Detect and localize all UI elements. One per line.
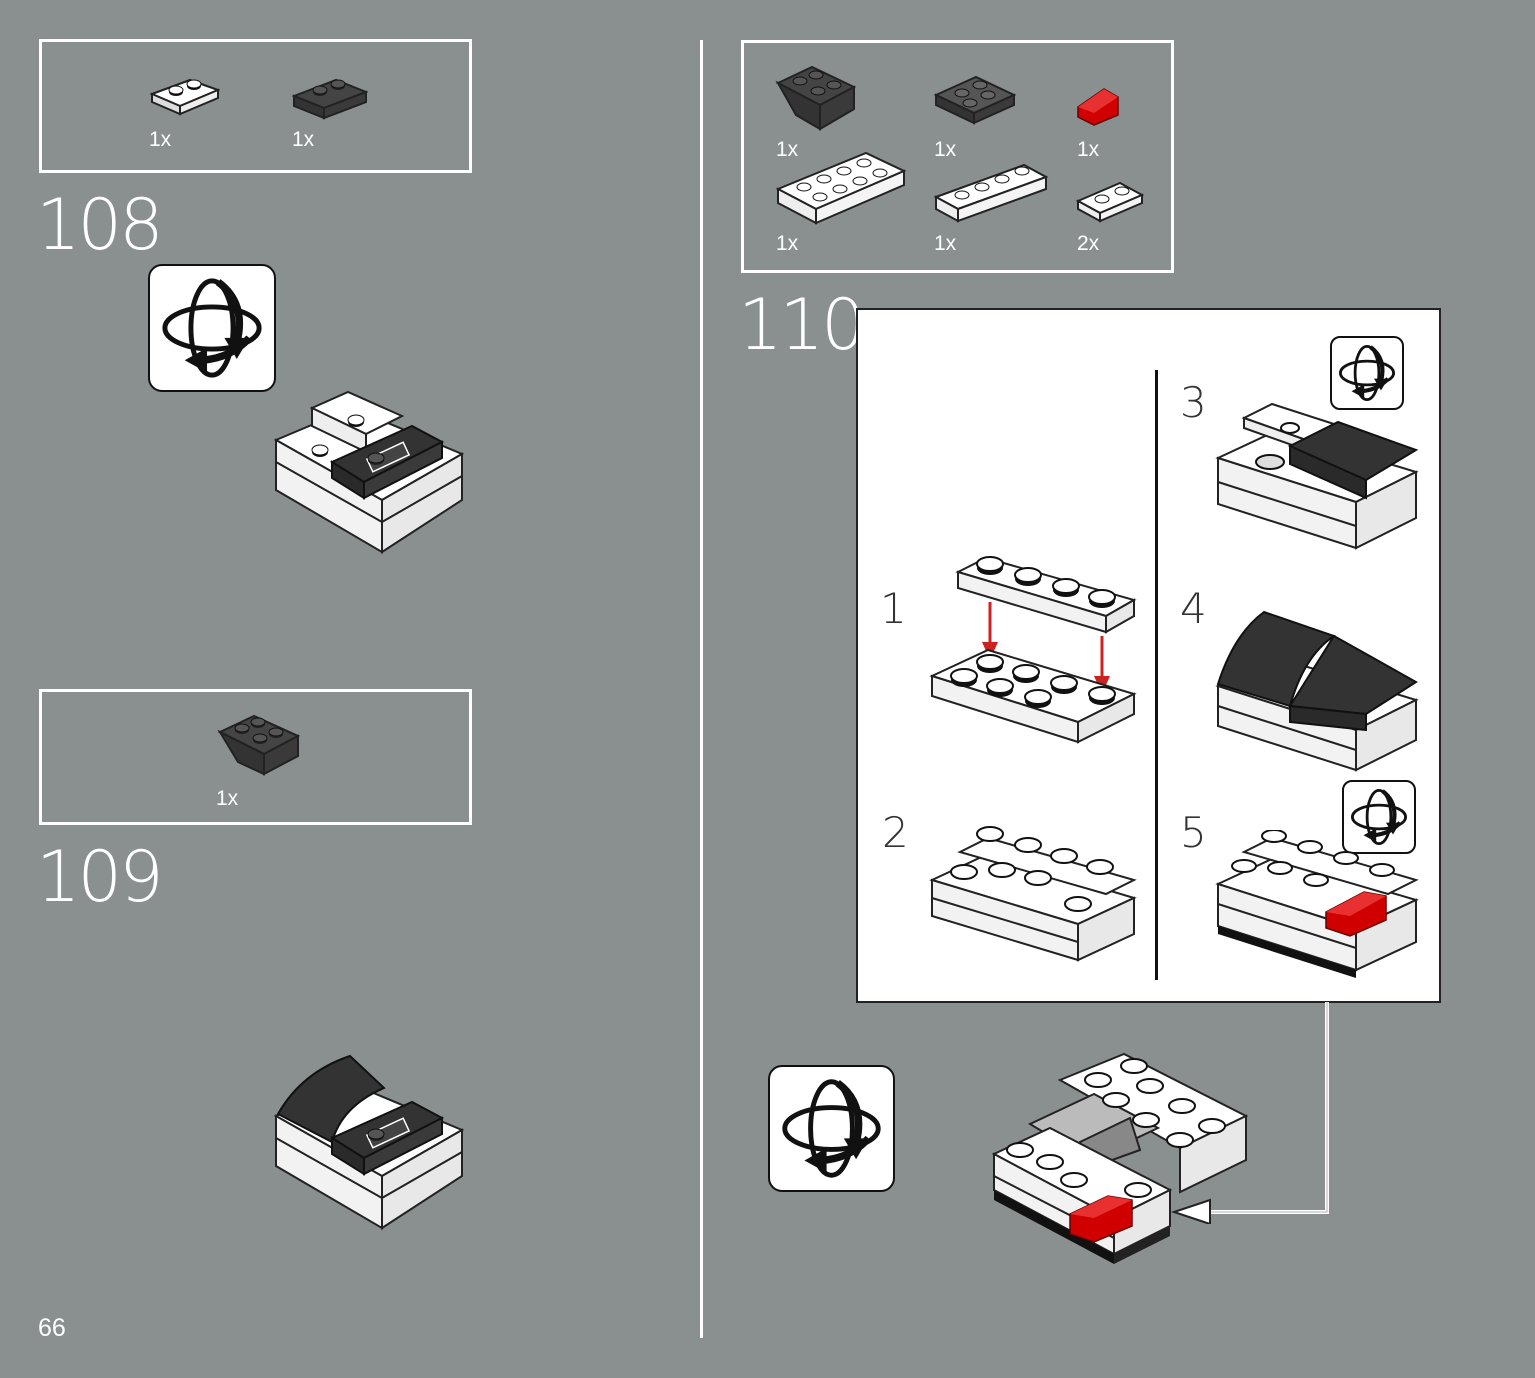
part-qty: 1x xyxy=(934,138,957,161)
model-step-109-image xyxy=(273,1054,465,1230)
step-number-108: 108 xyxy=(36,184,164,266)
substep-number: 3 xyxy=(1180,378,1207,427)
rotate-model-icon xyxy=(1330,336,1404,410)
rotate-model-icon xyxy=(148,264,276,392)
substep-number: 4 xyxy=(1180,584,1207,633)
substep-panel: 1 2 3 4 5 xyxy=(856,308,1441,1003)
substep-number: 2 xyxy=(882,808,909,857)
rotate-model-icon xyxy=(768,1065,895,1192)
step-number-109: 109 xyxy=(36,836,164,918)
red-slope-image xyxy=(1077,88,1119,126)
part-qty: 1x xyxy=(292,128,315,151)
substep-number: 5 xyxy=(1180,808,1207,857)
model-step-108-image xyxy=(273,390,465,554)
parts-callout-step-109: 1x xyxy=(39,689,472,825)
part-qty: 1x xyxy=(776,232,799,255)
part-qty: 1x xyxy=(216,787,239,810)
parts-callout-step-108: 1x 1x xyxy=(39,39,472,173)
dark-inverted-slope-image xyxy=(217,714,301,776)
substep-divider xyxy=(1155,370,1158,980)
rotate-model-icon xyxy=(1342,780,1416,854)
part-qty: 1x xyxy=(1077,138,1100,161)
substep-4-image xyxy=(1215,610,1419,772)
page-divider xyxy=(700,40,703,1338)
substep-2-image xyxy=(929,826,1137,962)
substep-1-image xyxy=(929,556,1137,744)
dark-inverted-slope-image xyxy=(775,65,857,131)
substep-5-image xyxy=(1215,830,1419,978)
substep-number: 1 xyxy=(880,584,907,633)
model-step-110-image xyxy=(991,1052,1249,1264)
dark-plate-1x2-image xyxy=(292,78,368,120)
dark-plate-2x2-image xyxy=(933,75,1017,125)
parts-callout-step-110: 1x 1x 1x 1x 1x 2x xyxy=(741,40,1174,273)
page-number: 66 xyxy=(38,1314,66,1342)
white-plate-1x2-image xyxy=(150,78,220,116)
step-number-110: 110 xyxy=(738,284,866,366)
white-plate-2x4-image xyxy=(775,151,907,225)
part-qty: 1x xyxy=(149,128,172,151)
white-plate-1x2-image xyxy=(1075,181,1145,223)
substep-3-image xyxy=(1215,402,1419,550)
white-plate-1x4-image xyxy=(933,163,1049,223)
connector-arrow xyxy=(1170,1002,1329,1224)
part-qty: 1x xyxy=(934,232,957,255)
part-qty: 1x xyxy=(776,138,799,161)
part-qty: 2x xyxy=(1077,232,1100,255)
